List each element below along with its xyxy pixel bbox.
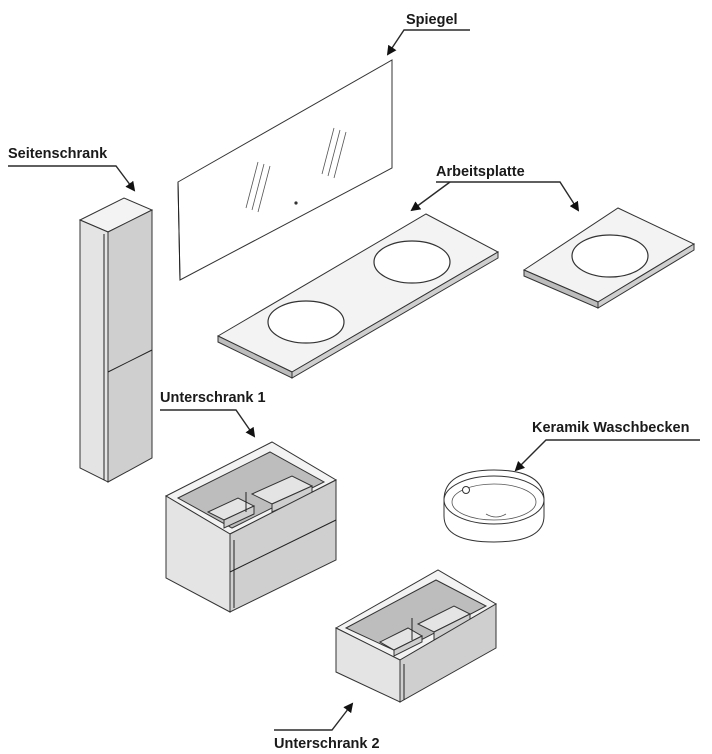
label-arbeitsplatte: Arbeitsplatte	[436, 164, 525, 180]
label-seitenschrank: Seitenschrank	[8, 146, 108, 162]
label-spiegel: Spiegel	[406, 12, 458, 28]
base-cabinet-1-label-group: Unterschrank 1	[160, 390, 266, 438]
ceramic-basin-label-group: Keramik Waschbecken	[514, 420, 700, 472]
base-cabinet-2-part	[334, 569, 497, 703]
countertop-label-group: Arbeitsplatte	[410, 164, 580, 212]
countertop-large-part	[216, 213, 500, 379]
label-unterschrank-2: Unterschrank 2	[274, 736, 380, 752]
label-unterschrank-1: Unterschrank 1	[160, 390, 266, 406]
countertop-small-part	[522, 207, 696, 309]
base-cabinet-1-part	[164, 441, 338, 613]
side-cabinet-part	[78, 197, 154, 483]
base-cabinet-2-label-group: Unterschrank 2	[274, 702, 380, 752]
mirror-part	[177, 59, 393, 281]
side-cabinet-label-group: Seitenschrank	[8, 146, 136, 192]
ceramic-basin-part	[443, 469, 545, 543]
label-keramik-waschbecken: Keramik Waschbecken	[532, 420, 689, 436]
mirror-label-group: Spiegel	[386, 12, 470, 56]
